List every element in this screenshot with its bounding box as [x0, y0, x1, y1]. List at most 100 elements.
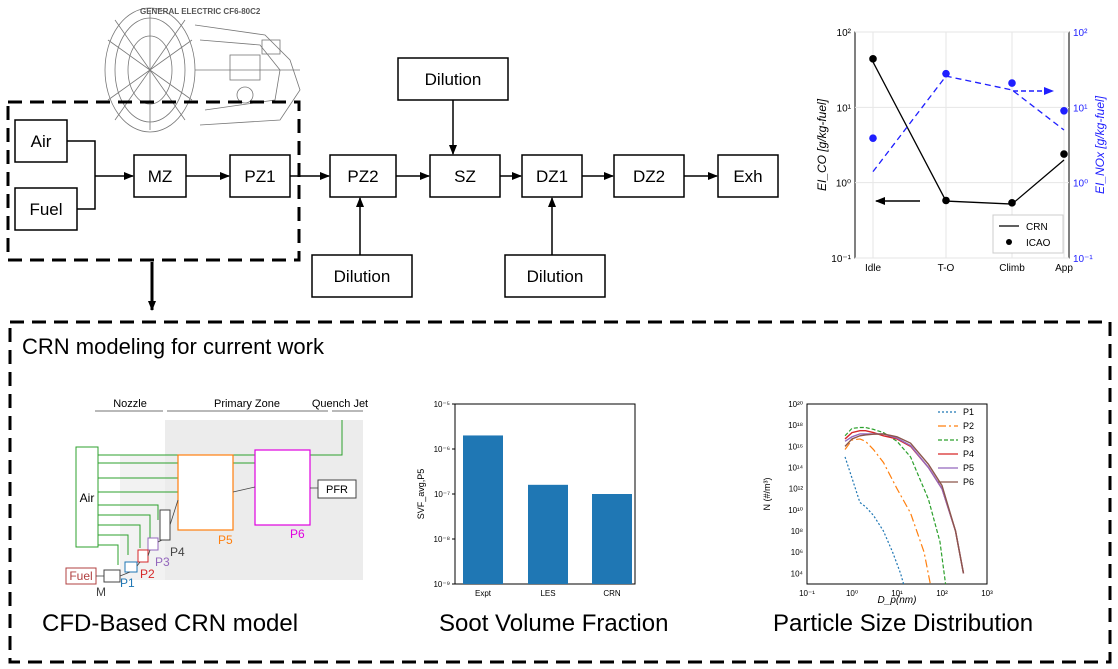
svf-bar-expt	[463, 435, 503, 584]
psd-line-p3	[844, 426, 947, 585]
psd-xlabel: D_p(nm)	[878, 595, 917, 606]
section-title: CRN modeling for current work	[22, 334, 324, 359]
p1-reactor	[124, 561, 138, 573]
psd-legend-label-p1: P1	[963, 407, 974, 417]
engine-label: GENERAL ELECTRIC CF6-80C2	[140, 7, 261, 16]
psd-y-tick-8: 10⁴	[791, 569, 804, 578]
svf-bar-crn	[592, 494, 632, 584]
svf-tick-label-4: 10⁻⁹	[433, 580, 450, 589]
dz1-label: DZ1	[536, 167, 568, 186]
m-label: M	[96, 585, 106, 599]
sz-label: SZ	[454, 167, 476, 186]
psd-x-tick-0: 10⁻¹	[799, 589, 815, 598]
emission-ylabel-left: EI_CO [g/kg-fuel]	[815, 98, 829, 191]
p6-reactor	[254, 449, 311, 526]
svf-x-label-0: Expt	[475, 589, 492, 598]
icao-nox-point-3	[1060, 106, 1068, 115]
psd-line-p6	[844, 433, 965, 574]
exh-label: Exh	[733, 167, 762, 186]
pfr-label: PFR	[326, 484, 348, 496]
air-label: Air	[31, 132, 52, 151]
psd-x-tick-3: 10²	[936, 589, 948, 598]
svf-tick-label-2: 10⁻⁷	[434, 490, 450, 499]
svf-tick-label-1: 10⁻⁶	[434, 445, 450, 454]
psd-y-tick-1: 10¹⁸	[788, 421, 803, 430]
icao-nox-point-2	[1008, 79, 1016, 87]
engine-illustration	[104, 7, 301, 133]
air-node	[14, 119, 68, 163]
p4-reactor	[159, 509, 171, 541]
emission-x-tick-0: Idle	[865, 263, 882, 274]
psd-legend-label-p5: P5	[963, 463, 974, 473]
caption-cfd: CFD-Based CRN model	[42, 610, 299, 637]
emission-left-tick-1: 10¹	[837, 103, 852, 114]
dilution-top-label: Dilution	[425, 70, 482, 89]
dz2-node	[613, 154, 685, 198]
pz1-label: PZ1	[244, 167, 275, 186]
emission-left-tick-0: 10²	[837, 28, 852, 39]
emission-left-tick-3: 10⁻¹	[831, 254, 851, 265]
emission-right-tick-0: 10²	[1073, 28, 1088, 39]
quench-jet-label: Quench Jet	[312, 398, 368, 410]
p2-label: P2	[140, 567, 155, 581]
emission-x-tick-1: T-O	[938, 263, 955, 274]
dilution-top-node	[397, 57, 509, 101]
svf-x-label-1: LES	[540, 589, 555, 598]
psd-x-tick-2: 10¹	[891, 589, 903, 598]
psd-ylabel: N (#/m³)	[762, 478, 772, 511]
svf-tick-label-3: 10⁻⁸	[434, 535, 451, 544]
p4-label: P4	[170, 545, 185, 559]
icao-nox-point-1	[942, 69, 950, 78]
crn-fuel-label: Fuel	[69, 569, 92, 583]
psd-x-tick-1: 10⁰	[846, 589, 858, 598]
icao-co-point-0	[869, 55, 877, 63]
psd-y-tick-0: 10²⁰	[788, 400, 803, 409]
p5-label: P5	[218, 533, 233, 547]
psd-legend-label-p6: P6	[963, 477, 974, 487]
fuel-label: Fuel	[29, 200, 62, 219]
svf-bar-les	[528, 484, 568, 584]
psd-y-tick-5: 10¹⁰	[788, 506, 803, 515]
mz-node	[133, 154, 187, 198]
legend-icao-label: ICAO	[1026, 238, 1051, 249]
crn-nox-line	[872, 75, 1065, 173]
emission-x-tick-2: Climb	[999, 263, 1025, 274]
p5-reactor	[177, 454, 234, 531]
emission-right-tick-1: 10¹	[1073, 103, 1088, 114]
emission-left-tick-2: 10⁰	[836, 179, 851, 190]
psd-y-tick-7: 10⁶	[791, 548, 803, 557]
air-fuel-merge-line	[67, 140, 96, 210]
icao-co-point-2	[1008, 199, 1016, 207]
psd-line-p2	[844, 438, 931, 585]
dz2-label: DZ2	[633, 167, 665, 186]
icao-nox-point-0	[869, 134, 877, 142]
crn-section-box	[8, 320, 1112, 664]
psd-legend-label-p3: P3	[963, 435, 974, 445]
air-source-box	[75, 446, 99, 548]
pfr-reactor	[317, 479, 357, 499]
mz-label: MZ	[148, 167, 173, 186]
crn-schematic: Nozzle Primary Zone Quench Jet Air PFR	[65, 398, 368, 599]
emission-x-tick-3: App	[1055, 263, 1073, 274]
p2-reactor	[137, 549, 149, 563]
caption-psd: Particle Size Distribution	[773, 610, 1034, 637]
crn-co-line	[872, 61, 1065, 205]
p3-label: P3	[155, 555, 170, 569]
primary-zone-label: Primary Zone	[214, 398, 280, 410]
dilution-dz1-label: Dilution	[527, 267, 584, 286]
combustor-highlight-box	[6, 100, 301, 262]
dilution-pz2-label: Dilution	[334, 267, 391, 286]
legend-crn-label: CRN	[1026, 222, 1048, 233]
psd-y-tick-3: 10¹⁴	[788, 464, 804, 473]
m-reactor	[103, 569, 121, 583]
caption-svf: Soot Volume Fraction	[439, 610, 669, 637]
fuel-node	[14, 187, 78, 231]
dilution-dz1-node	[504, 254, 606, 298]
psd-legend-label-p2: P2	[963, 421, 974, 431]
emission-right-tick-3: 10⁻¹	[1073, 254, 1093, 265]
p1-label: P1	[120, 576, 135, 590]
emission-legend	[992, 214, 1064, 254]
psd-y-tick-6: 10⁸	[791, 527, 803, 536]
